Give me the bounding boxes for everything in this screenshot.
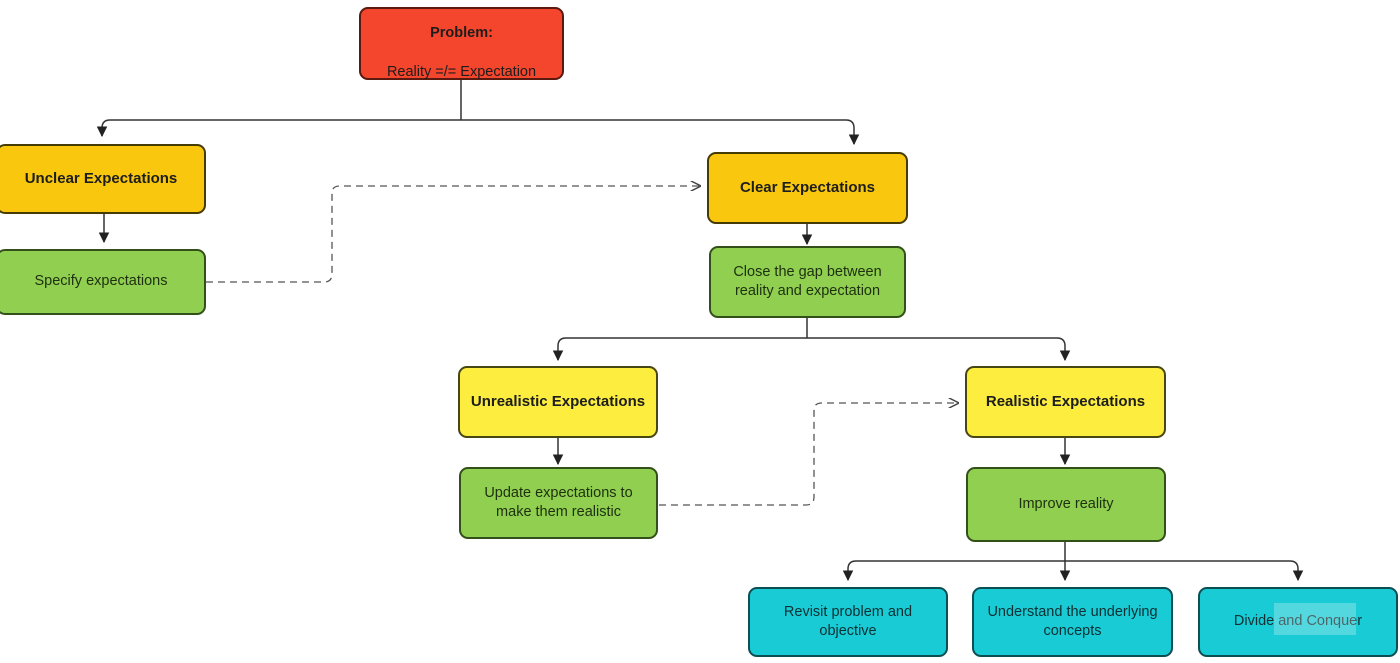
edge-closegap-to-realistic — [807, 337, 1071, 362]
node-problem-text: Problem: Reality =/= Expectation — [371, 5, 552, 82]
node-unrealistic-expectations[interactable]: Unrealistic Expectations — [458, 366, 658, 438]
node-divide-and-conquer-label: Divide and Conquer — [1233, 613, 1363, 630]
node-specify-expectations-label: Specify expectations — [34, 273, 168, 290]
node-problem-subtitle: Reality =/= Expectation — [386, 63, 537, 80]
edge-problem-to-clear — [461, 119, 860, 146]
node-update-expectations-label: Update expectations to make them realist… — [484, 484, 633, 520]
node-revisit-problem[interactable]: Revisit problem and objective — [748, 587, 948, 657]
node-clear-expectations[interactable]: Clear Expectations — [707, 152, 908, 224]
edge-problem-to-unclear — [96, 119, 461, 138]
edge-closegap-to-unrealistic — [552, 337, 807, 362]
node-specify-expectations[interactable]: Specify expectations — [0, 249, 206, 315]
node-realistic-expectations[interactable]: Realistic Expectations — [965, 366, 1166, 438]
node-clear-expectations-label: Clear Expectations — [739, 179, 876, 197]
node-understand-concepts-label: Understand the underlying concepts — [987, 603, 1158, 639]
node-update-expectations[interactable]: Update expectations to make them realist… — [459, 467, 658, 539]
node-unrealistic-expectations-label: Unrealistic Expectations — [470, 393, 646, 411]
node-unclear-expectations-label: Unclear Expectations — [24, 170, 178, 188]
edge-improve-to-revisit — [842, 560, 1065, 582]
node-improve-reality-label: Improve reality — [1018, 495, 1114, 512]
node-revisit-problem-label: Revisit problem and objective — [783, 603, 913, 639]
edge-update-to-realistic-dashed — [659, 403, 958, 506]
node-improve-reality[interactable]: Improve reality — [966, 467, 1166, 542]
node-understand-concepts[interactable]: Understand the underlying concepts — [972, 587, 1173, 657]
node-close-the-gap[interactable]: Close the gap between reality and expect… — [709, 246, 906, 318]
node-problem[interactable]: Problem: Reality =/= Expectation — [359, 7, 564, 80]
node-unclear-expectations[interactable]: Unclear Expectations — [0, 144, 206, 214]
node-close-the-gap-label: Close the gap between reality and expect… — [733, 263, 882, 299]
node-problem-title: Problem: — [430, 25, 493, 42]
node-realistic-expectations-label: Realistic Expectations — [985, 393, 1146, 411]
node-divide-and-conquer[interactable]: Divide and Conquer — [1198, 587, 1398, 657]
edge-specify-to-clear-dashed — [206, 186, 700, 283]
edge-improve-to-divide — [1065, 560, 1304, 582]
